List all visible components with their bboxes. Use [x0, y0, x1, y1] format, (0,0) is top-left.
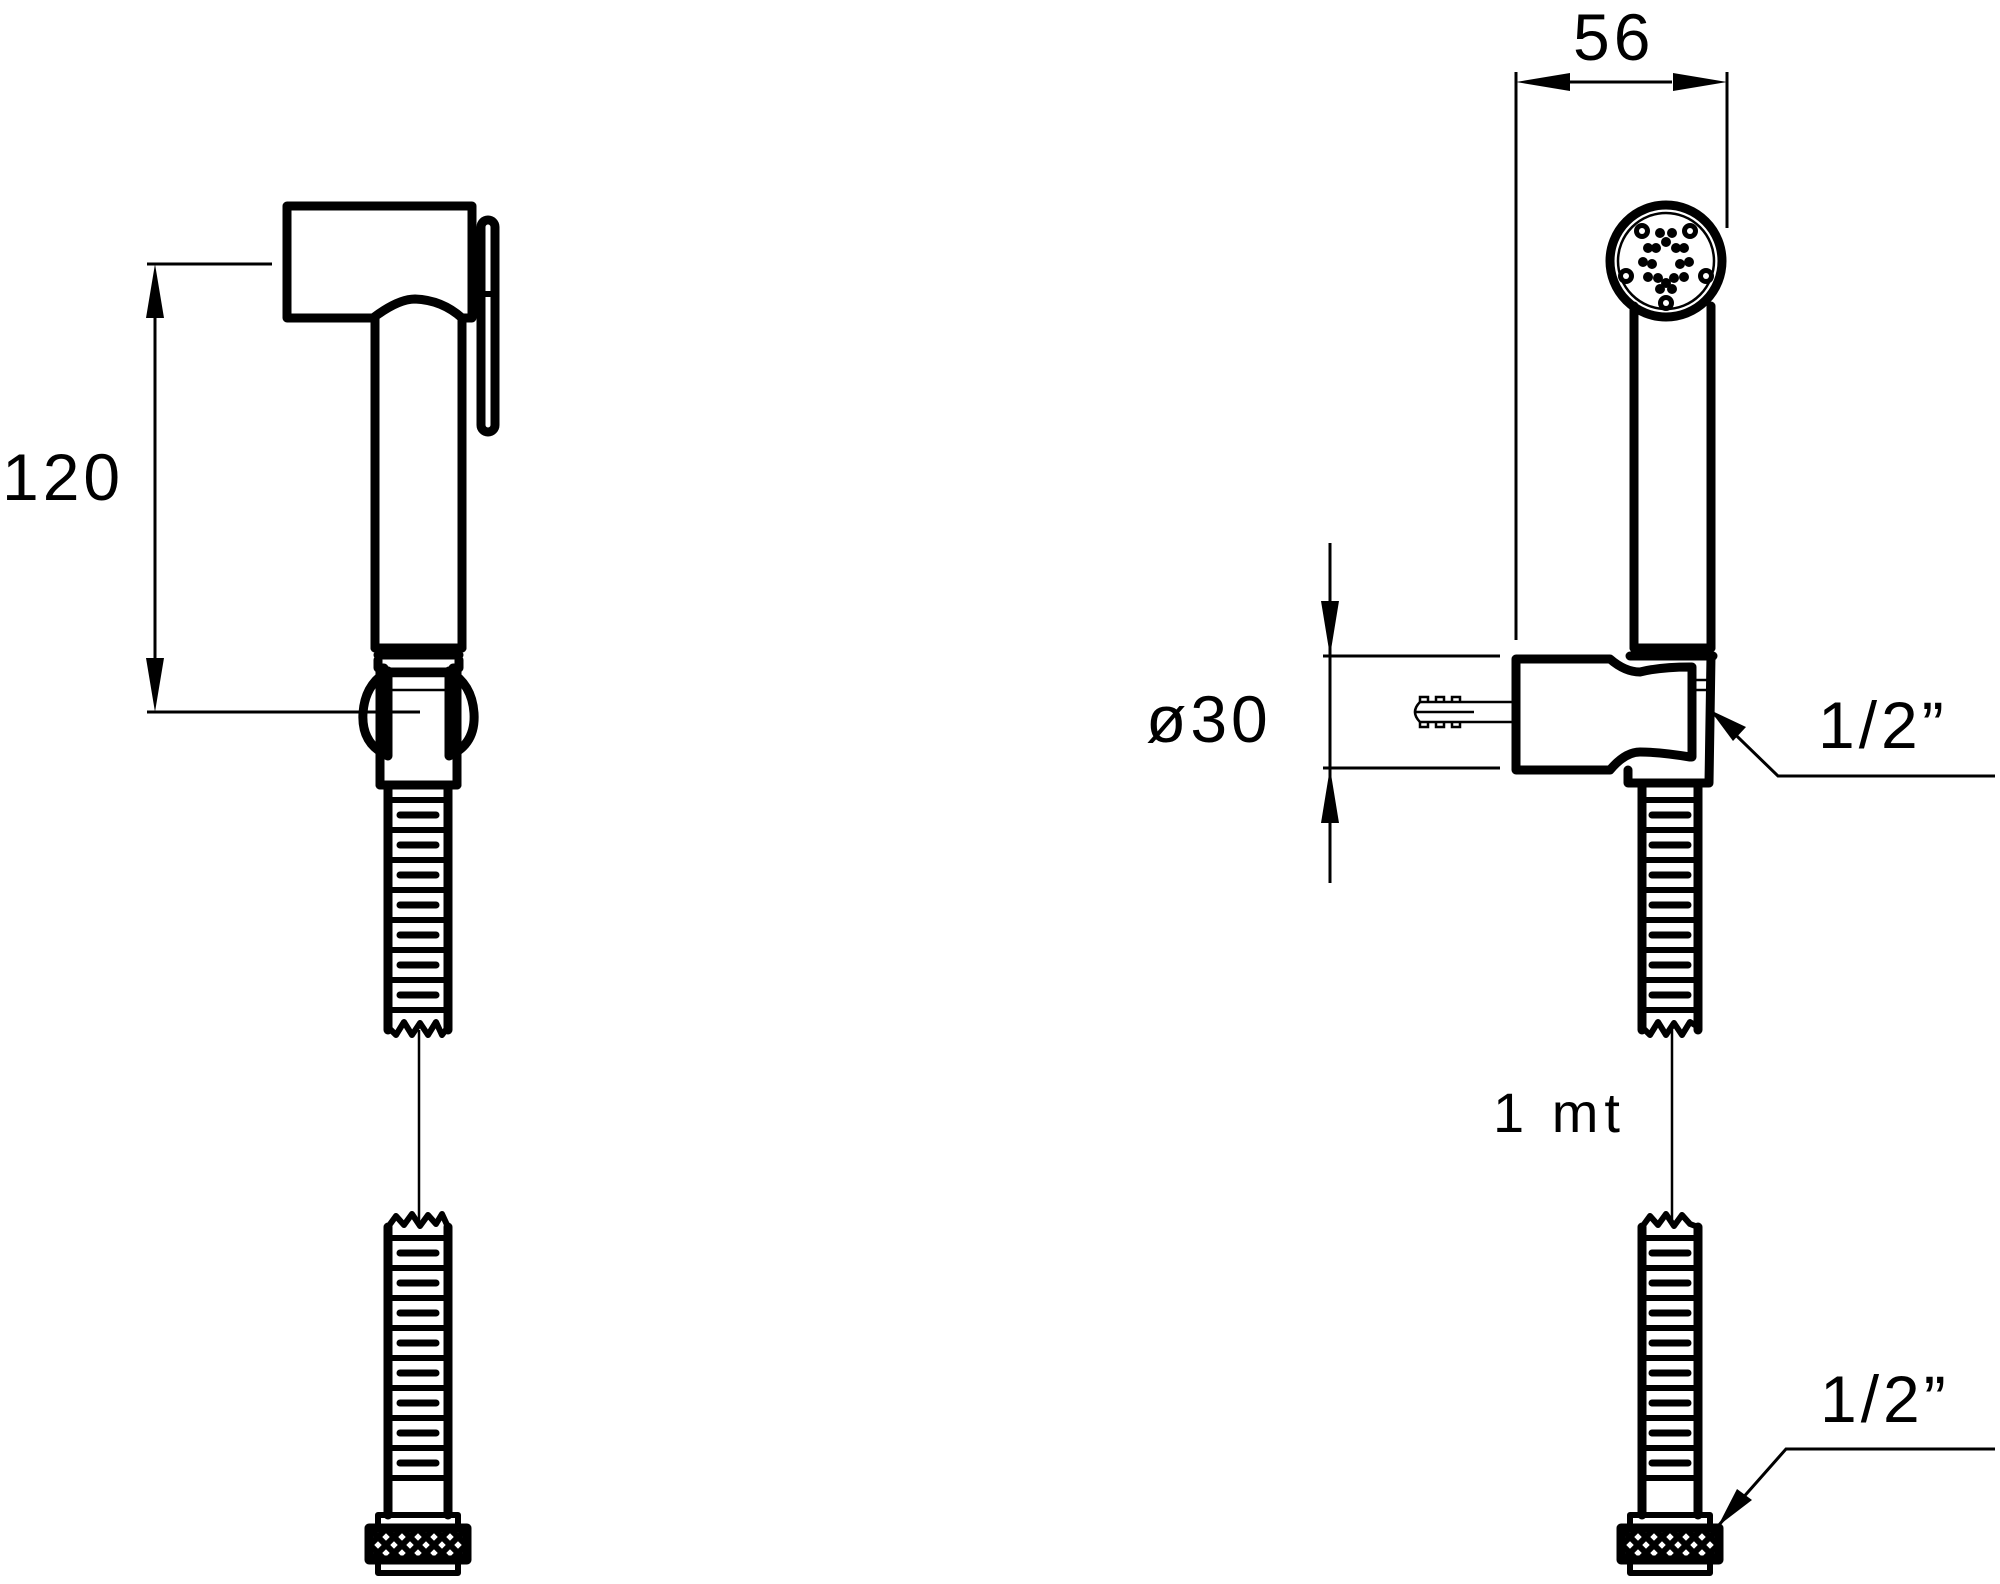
knurled-nut-front: [1616, 1512, 1724, 1576]
diameter-dimension: ø30: [1146, 543, 1500, 883]
hose-upper-front: [1637, 778, 1703, 1038]
holder-thread-label: 1/2”: [1818, 688, 1948, 762]
handle-body-front: [1627, 301, 1718, 661]
hose-upper-side: [383, 780, 453, 1038]
diameter-dimension-label: ø30: [1146, 682, 1272, 756]
spray-face: [1605, 200, 1727, 322]
hose-lower-front: [1637, 1211, 1703, 1520]
trigger-lever: [476, 215, 500, 437]
height-dimension-label: 120: [2, 440, 124, 514]
hose-lower-side: [383, 1211, 453, 1520]
knurled-nut-side: [364, 1512, 472, 1576]
handle-body-side: [370, 313, 467, 660]
width-dimension: 56: [1514, 0, 1729, 640]
width-dimension-label: 56: [1573, 0, 1654, 74]
wall-holder-side: [358, 655, 479, 790]
side-view: 120: [2, 201, 500, 1576]
height-dimension: 120: [2, 262, 420, 714]
nozzle-pattern-icon: [1618, 223, 1714, 311]
front-view: 1 mt: [1146, 0, 1995, 1576]
holder-thread-callout: 1/2”: [1708, 688, 1995, 778]
hose-length-label: 1 mt: [1493, 1081, 1626, 1144]
wall-plug-icon: [1413, 695, 1516, 729]
hose-thread-label: 1/2”: [1820, 1362, 1950, 1436]
wall-holder-front: [1413, 651, 1716, 788]
hose-thread-callout: 1/2”: [1716, 1362, 1995, 1527]
